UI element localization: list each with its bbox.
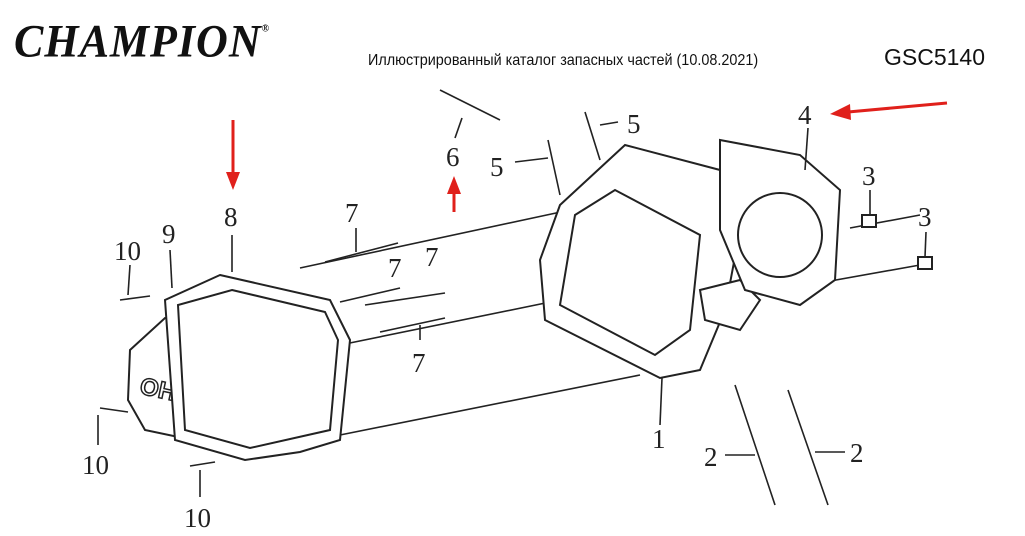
callout-2b: 2 xyxy=(850,438,864,468)
leader-lines xyxy=(97,117,927,497)
champion-logo: CHAMPION® xyxy=(14,15,271,68)
cylinder-head xyxy=(538,143,762,380)
callout-2a: 2 xyxy=(704,442,718,472)
callout-10b: 10 xyxy=(82,450,109,480)
callout-7b: 7 xyxy=(388,253,402,283)
callout-8: 8 xyxy=(224,202,238,232)
callout-7a: 7 xyxy=(345,198,359,228)
callout-10a: 10 xyxy=(114,236,141,266)
red-arrows xyxy=(226,101,948,212)
callout-3a: 3 xyxy=(862,161,876,191)
callout-7d: 7 xyxy=(412,348,426,378)
bolts xyxy=(99,89,933,506)
callout-10c: 10 xyxy=(184,503,211,533)
callout-6: 6 xyxy=(446,142,460,172)
callout-7c: 7 xyxy=(425,242,439,272)
callout-labels: 1 2 2 3 3 4 5 5 6 7 7 7 7 8 9 10 10 10 xyxy=(82,100,932,533)
catalog-title: Иллюстрированный каталог запасных частей… xyxy=(368,52,759,69)
callout-3b: 3 xyxy=(918,202,932,232)
head-gasket xyxy=(719,138,842,307)
cover-gasket xyxy=(163,273,352,462)
callout-9: 9 xyxy=(162,219,176,249)
callout-5a: 5 xyxy=(627,109,641,139)
callout-1: 1 xyxy=(652,424,666,454)
model-number: GSC5140 xyxy=(884,44,986,70)
callout-4: 4 xyxy=(798,100,812,130)
callout-5b: 5 xyxy=(490,152,504,182)
arrow-left-icon xyxy=(847,101,948,114)
